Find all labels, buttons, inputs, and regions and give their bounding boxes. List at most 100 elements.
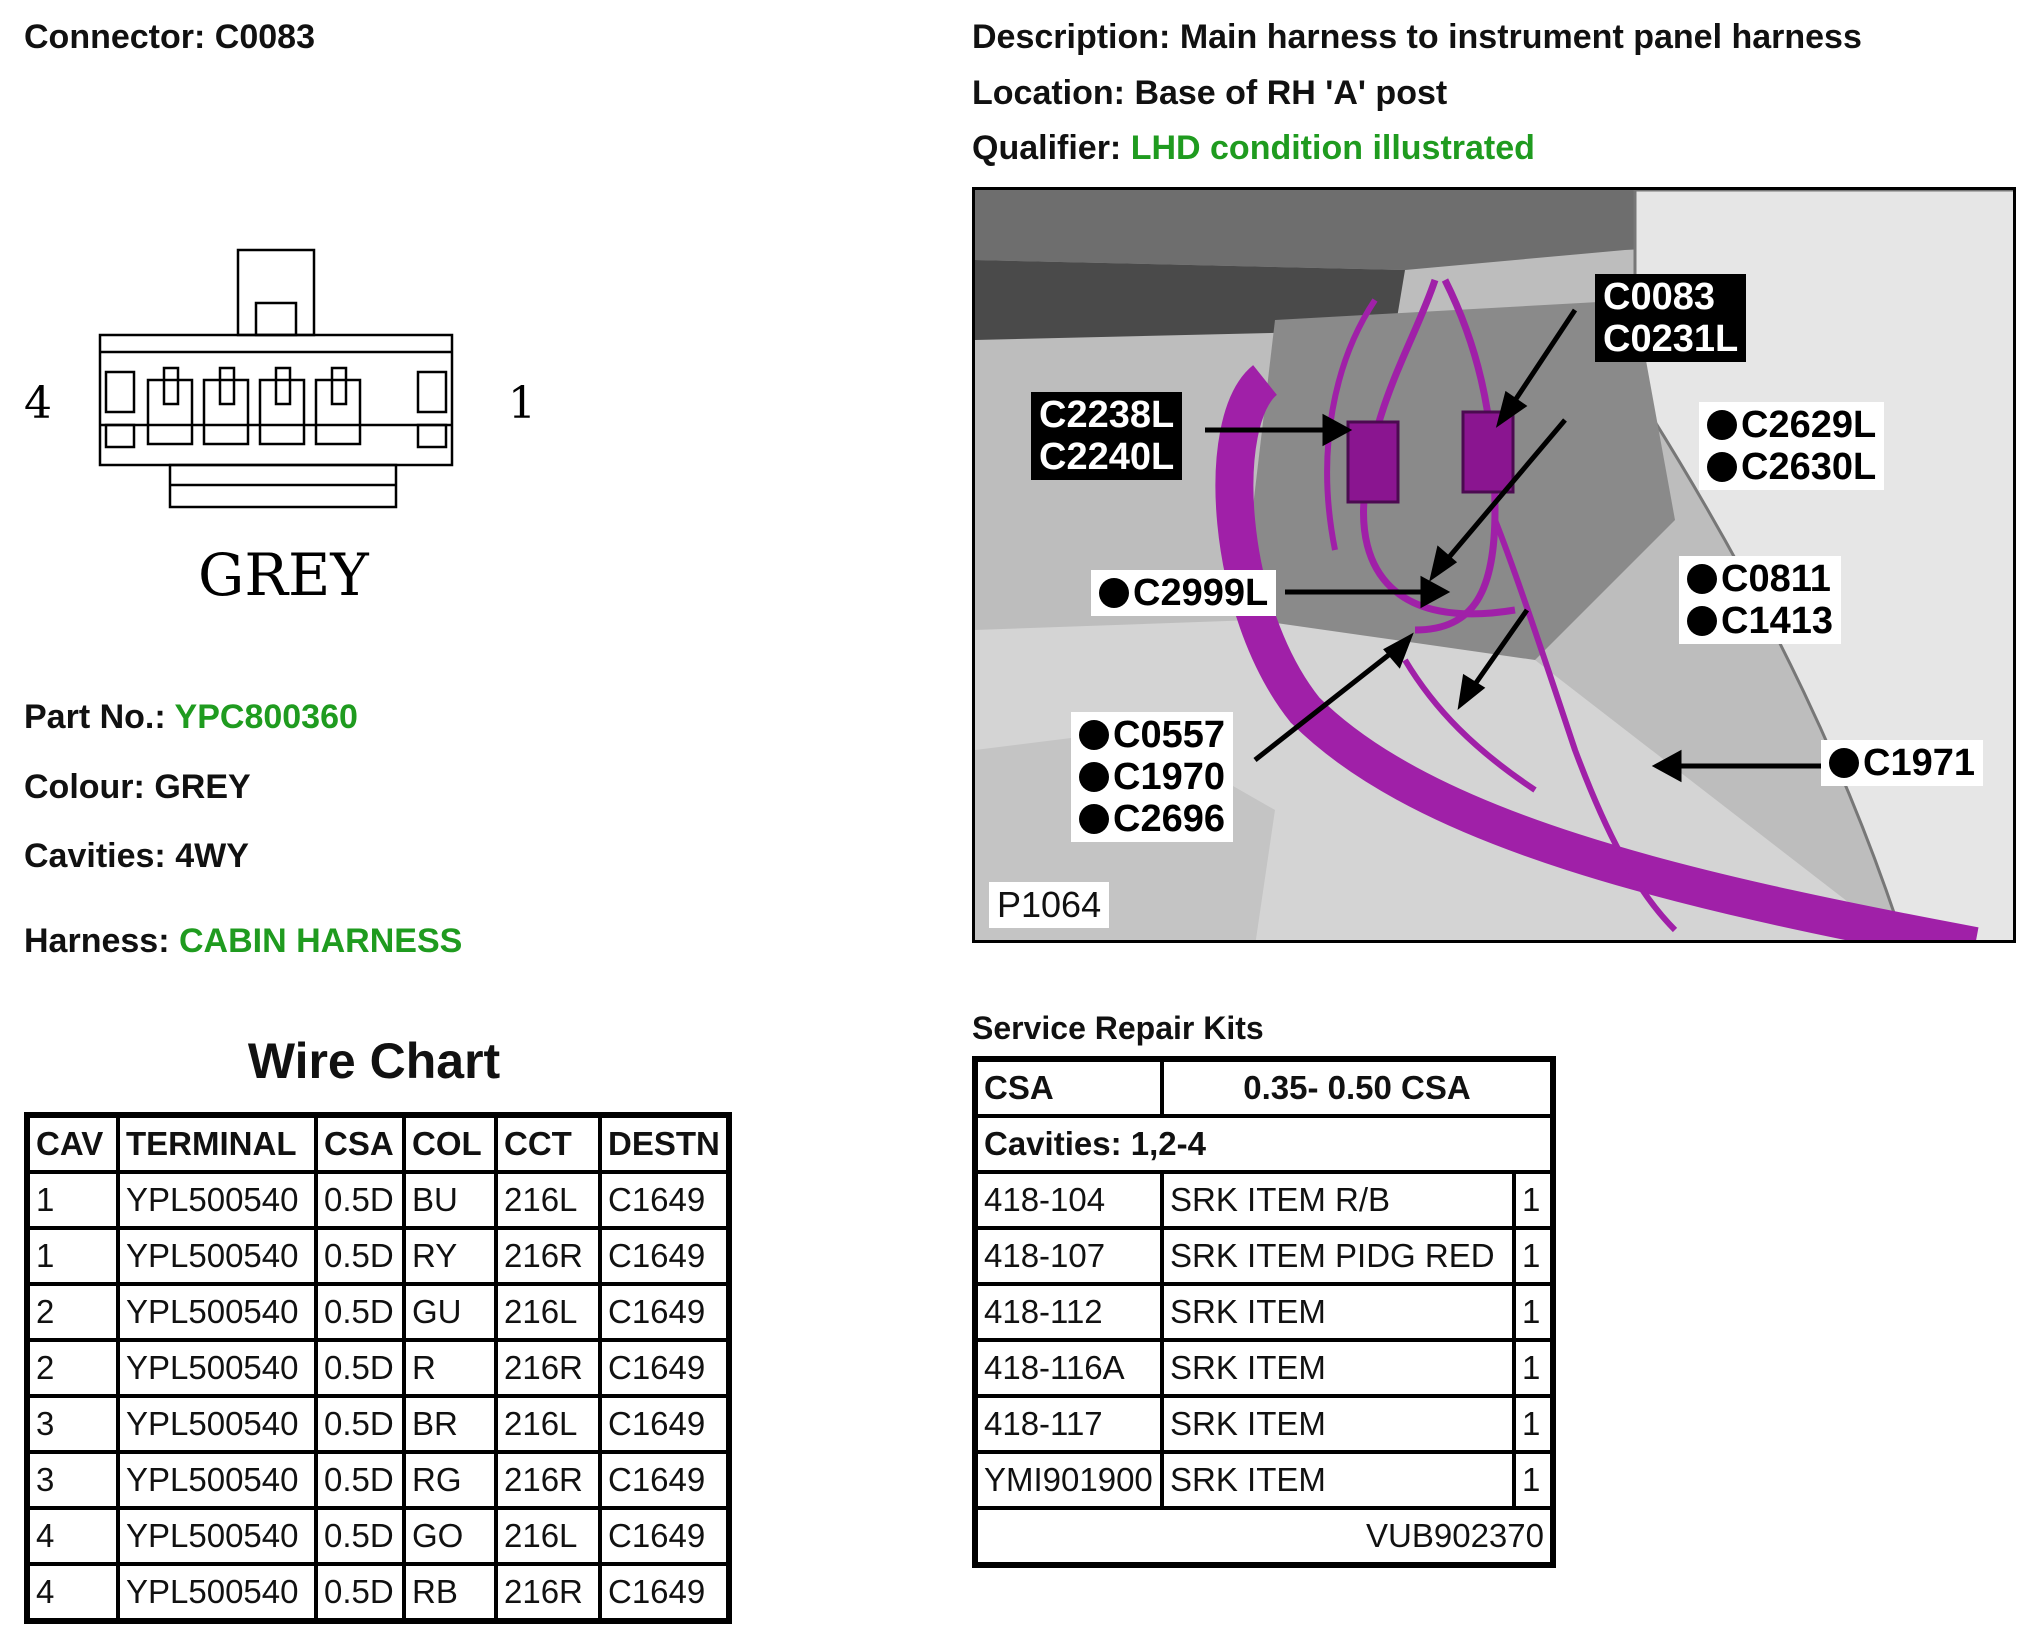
bullet-dot-icon bbox=[1687, 606, 1717, 636]
callout-c2999l-text: C2999L bbox=[1133, 572, 1269, 614]
table-row: 4 YPL500540 0.5D GO 216L C1649 bbox=[28, 1508, 728, 1564]
cell-part: 418-117 bbox=[976, 1396, 1162, 1452]
cavity-2 bbox=[258, 366, 306, 446]
cell-destn: C1649 bbox=[600, 1396, 728, 1452]
table-row: 4 YPL500540 0.5D RB 216R C1649 bbox=[28, 1564, 728, 1620]
cell-part: 418-112 bbox=[976, 1284, 1162, 1340]
location-label-text: Location: bbox=[972, 74, 1125, 112]
cell-terminal: YPL500540 bbox=[118, 1172, 316, 1228]
callout-c2696: C2696 bbox=[1113, 798, 1225, 840]
connector-face-diagram: 4 1 GREY bbox=[24, 248, 536, 609]
cell-item: SRK ITEM bbox=[1162, 1452, 1514, 1508]
colour-label: Colour: GREY bbox=[24, 768, 251, 807]
callout-c1970: C1970 bbox=[1113, 756, 1225, 798]
srk-footer-row: VUB902370 bbox=[976, 1508, 1552, 1564]
cell-col: RG bbox=[404, 1452, 496, 1508]
cell-cav: 3 bbox=[28, 1452, 118, 1508]
callout-c0083-c0231l: C0083 C0231L bbox=[1595, 274, 1747, 362]
harness-label: Harness: CABIN HARNESS bbox=[24, 922, 462, 961]
cell-col: RY bbox=[404, 1228, 496, 1284]
cell-csa: 0.5D bbox=[316, 1228, 404, 1284]
description-value: Main harness to instrument panel harness bbox=[1179, 18, 1862, 56]
cell-terminal: YPL500540 bbox=[118, 1508, 316, 1564]
cell-part: YMI901900 bbox=[976, 1452, 1162, 1508]
callout-c2238l: C2238L bbox=[1039, 394, 1175, 436]
bullet-dot-icon bbox=[1829, 748, 1859, 778]
table-row: 3 YPL500540 0.5D BR 216L C1649 bbox=[28, 1396, 728, 1452]
bullet-dot-icon bbox=[1079, 762, 1109, 792]
cell-destn: C1649 bbox=[600, 1172, 728, 1228]
part-no-value: YPC800360 bbox=[174, 698, 358, 736]
cell-cav: 2 bbox=[28, 1340, 118, 1396]
service-repair-kits-table: CSA 0.35- 0.50 CSA Cavities: 1,2-4 418-1… bbox=[972, 1056, 1556, 1568]
header-terminal: TERMINAL bbox=[118, 1116, 316, 1172]
wire-chart-header-row: CAV TERMINAL CSA COL CCT DESTN bbox=[28, 1116, 728, 1172]
cell-qty: 1 bbox=[1514, 1172, 1552, 1228]
callout-c0083: C0083 bbox=[1603, 276, 1715, 318]
cell-destn: C1649 bbox=[600, 1452, 728, 1508]
part-no-label: Part No.: YPC800360 bbox=[24, 698, 358, 737]
callout-c0811-c1413: C0811 C1413 bbox=[1679, 556, 1841, 644]
photo-code: P1064 bbox=[989, 882, 1110, 928]
cell-terminal: YPL500540 bbox=[118, 1396, 316, 1452]
callout-c2629l: C2629L bbox=[1741, 404, 1877, 446]
cavities-label: Cavities: 4WY bbox=[24, 837, 249, 876]
wire-chart-table: CAV TERMINAL CSA COL CCT DESTN 1 YPL5005… bbox=[24, 1112, 732, 1624]
callout-c2240l: C2240L bbox=[1039, 436, 1175, 478]
cell-cct: 216L bbox=[496, 1284, 600, 1340]
bullet-dot-icon bbox=[1707, 452, 1737, 482]
connector-colour-text: GREY bbox=[198, 541, 369, 609]
cell-terminal: YPL500540 bbox=[118, 1452, 316, 1508]
table-row: 2 YPL500540 0.5D R 216R C1649 bbox=[28, 1340, 728, 1396]
header-col: COL bbox=[404, 1116, 496, 1172]
table-row: 2 YPL500540 0.5D GU 216L C1649 bbox=[28, 1284, 728, 1340]
cell-csa: 0.5D bbox=[316, 1396, 404, 1452]
cell-qty: 1 bbox=[1514, 1452, 1552, 1508]
location-label: Location: Base of RH 'A' post bbox=[972, 74, 1447, 113]
cell-item: SRK ITEM bbox=[1162, 1340, 1514, 1396]
part-no-label-text: Part No.: bbox=[24, 698, 166, 736]
cell-cav: 2 bbox=[28, 1284, 118, 1340]
cell-item: SRK ITEM bbox=[1162, 1396, 1514, 1452]
description-label: Description: Main harness to instrument … bbox=[972, 18, 1862, 57]
table-row: 418-117 SRK ITEM 1 bbox=[976, 1396, 1552, 1452]
cell-cct: 216L bbox=[496, 1508, 600, 1564]
cell-qty: 1 bbox=[1514, 1340, 1552, 1396]
qualifier-label: Qualifier: LHD condition illustrated bbox=[972, 129, 1535, 168]
callout-c2630l: C2630L bbox=[1741, 446, 1877, 488]
cell-destn: C1649 bbox=[600, 1340, 728, 1396]
cell-cav: 3 bbox=[28, 1396, 118, 1452]
bullet-dot-icon bbox=[1079, 720, 1109, 750]
srk-csa-label: CSA bbox=[976, 1060, 1162, 1116]
table-row: 3 YPL500540 0.5D RG 216R C1649 bbox=[28, 1452, 728, 1508]
cell-destn: C1649 bbox=[600, 1508, 728, 1564]
callout-c2238l-c2240l: C2238L C2240L bbox=[1031, 392, 1183, 480]
cell-terminal: YPL500540 bbox=[118, 1228, 316, 1284]
cell-cav: 4 bbox=[28, 1508, 118, 1564]
service-repair-kits-title: Service Repair Kits bbox=[972, 1010, 1264, 1046]
cell-col: GO bbox=[404, 1508, 496, 1564]
table-row: 418-104 SRK ITEM R/B 1 bbox=[976, 1172, 1552, 1228]
cell-col: RB bbox=[404, 1564, 496, 1620]
cell-csa: 0.5D bbox=[316, 1452, 404, 1508]
srk-csa-value: 0.35- 0.50 CSA bbox=[1162, 1060, 1552, 1116]
table-row: 418-107 SRK ITEM PIDG RED 1 bbox=[976, 1228, 1552, 1284]
location-value: Base of RH 'A' post bbox=[1134, 74, 1448, 112]
pin-label-left: 4 bbox=[24, 378, 52, 429]
cell-cct: 216R bbox=[496, 1564, 600, 1620]
header-csa: CSA bbox=[316, 1116, 404, 1172]
cell-csa: 0.5D bbox=[316, 1508, 404, 1564]
cell-cct: 216L bbox=[496, 1172, 600, 1228]
srk-footer: VUB902370 bbox=[976, 1508, 1552, 1564]
cell-part: 418-107 bbox=[976, 1228, 1162, 1284]
cell-csa: 0.5D bbox=[316, 1172, 404, 1228]
cell-cav: 4 bbox=[28, 1564, 118, 1620]
cell-qty: 1 bbox=[1514, 1284, 1552, 1340]
table-row: 418-116A SRK ITEM 1 bbox=[976, 1340, 1552, 1396]
cell-terminal: YPL500540 bbox=[118, 1340, 316, 1396]
callout-c2999l: C2999L bbox=[1091, 570, 1277, 616]
qualifier-value: LHD condition illustrated bbox=[1130, 129, 1535, 167]
cell-destn: C1649 bbox=[600, 1284, 728, 1340]
cell-col: R bbox=[404, 1340, 496, 1396]
callout-c0231l: C0231L bbox=[1603, 318, 1739, 360]
